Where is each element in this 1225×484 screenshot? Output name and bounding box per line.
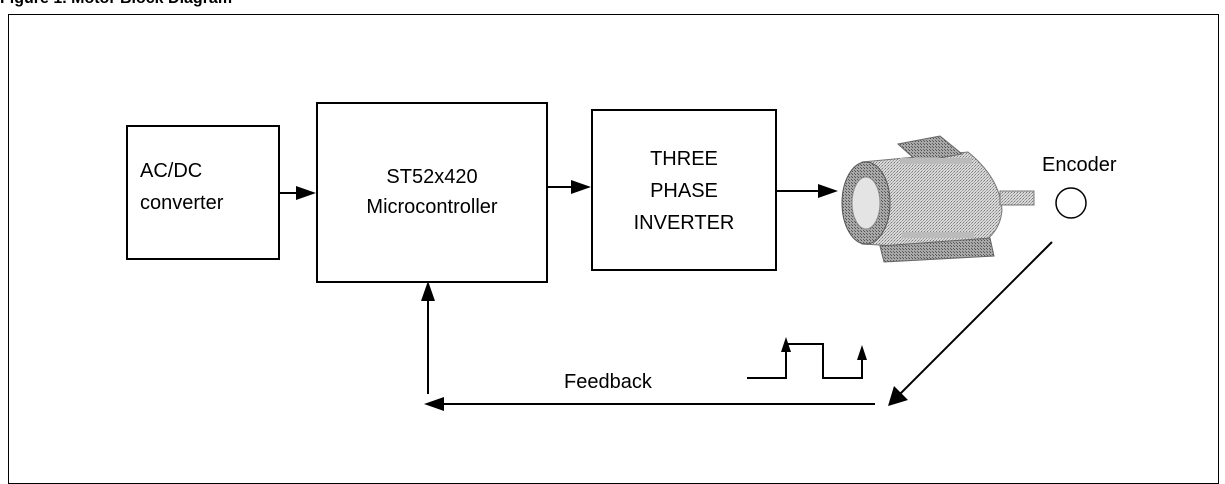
- encoder-icon: [1055, 187, 1087, 219]
- acdc-label-line2: converter: [140, 192, 224, 214]
- feedback-label: Feedback: [564, 371, 652, 393]
- encoder-feedback-arrow: [888, 241, 1053, 406]
- figure-caption: Figure 1. Motor Block Diagram: [0, 0, 232, 8]
- encoder-label: Encoder: [1042, 154, 1117, 176]
- inverter-label-line3: INVERTER: [633, 212, 735, 234]
- acdc-converter-block: [126, 125, 280, 260]
- microcontroller-block: [316, 102, 548, 283]
- pulse-waveform-icon: [747, 337, 867, 379]
- inverter-block: [591, 109, 777, 271]
- feedback-line: [424, 397, 875, 411]
- motor-icon: [841, 135, 1035, 263]
- inverter-label-line2: PHASE: [650, 180, 718, 202]
- mcu-to-inverter-arrow: [548, 180, 591, 194]
- inverter-label-line1: THREE: [650, 148, 718, 170]
- diagram-connectors: [280, 135, 1087, 411]
- feedback-to-mcu-arrow: [421, 281, 435, 394]
- mcu-label-line2: Microcontroller: [366, 196, 498, 218]
- mcu-label-line1: ST52x420: [386, 166, 478, 188]
- acdc-label-line1: AC/DC: [140, 160, 203, 182]
- acdc-to-mcu-arrow: [280, 186, 316, 200]
- inverter-to-motor-arrow: [777, 184, 838, 198]
